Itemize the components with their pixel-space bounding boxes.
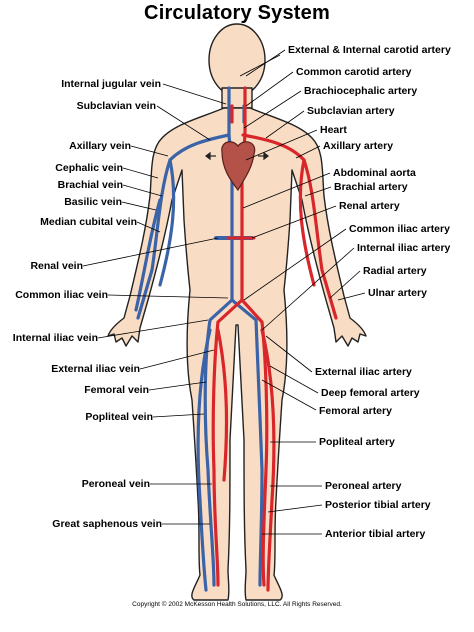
label-external-iliac-artery: External iliac artery (315, 366, 412, 378)
label-brachial-vein: Brachial vein (57, 179, 123, 191)
label-common-carotid-artery: Common carotid artery (296, 66, 412, 78)
label-femoral-artery: Femoral artery (319, 405, 392, 417)
label-median-cubital-vein: Median cubital vein (40, 216, 137, 228)
label-posterior-tibial-artery: Posterior tibial artery (325, 499, 431, 511)
label-great-saphenous-vein: Great saphenous vein (52, 518, 162, 530)
label-peroneal-vein: Peroneal vein (81, 478, 150, 490)
leader-lines-left (82, 83, 229, 525)
label-internal-jugular-vein: Internal jugular vein (61, 78, 161, 90)
label-basilic-vein: Basilic vein (64, 196, 122, 208)
label-brachial-artery: Brachial artery (334, 181, 408, 193)
label-cephalic-vein: Cephalic vein (55, 162, 123, 174)
heart-arrows (205, 151, 269, 161)
copyright-notice: Copyright © 2002 McKesson Health Solutio… (132, 601, 342, 608)
label-heart: Heart (320, 124, 347, 136)
label-common-iliac-vein: Common iliac vein (15, 289, 108, 301)
heart-icon (221, 141, 256, 192)
label-abdominal-aorta: Abdominal aorta (333, 167, 416, 179)
label-popliteal-artery: Popliteal artery (319, 436, 395, 448)
label-femoral-vein: Femoral vein (84, 384, 149, 396)
label-internal-iliac-artery: Internal iliac artery (357, 242, 451, 254)
label-radial-artery: Radial artery (363, 265, 427, 277)
label-common-iliac-artery: Common iliac artery (349, 223, 450, 235)
label-peroneal-artery: Peroneal artery (325, 480, 402, 492)
label-renal-vein: Renal vein (30, 260, 83, 272)
label-deep-femoral-artery: Deep femoral artery (321, 387, 420, 399)
diagram-title: Circulatory System (144, 2, 330, 24)
label-external-iliac-vein: External iliac vein (51, 363, 140, 375)
veins (134, 86, 264, 592)
label-anterior-tibial-artery: Anterior tibial artery (325, 528, 426, 540)
label-ulnar-artery: Ulnar artery (368, 287, 427, 299)
label-internal-iliac-vein: Internal iliac vein (12, 332, 98, 344)
label-axillary-artery: Axillary artery (323, 140, 394, 152)
label-axillary-vein: Axillary vein (69, 140, 131, 152)
label-renal-artery: Renal artery (339, 200, 400, 212)
label-subclavian-vein: Subclavian vein (76, 100, 156, 112)
label-popliteal-vein: Popliteal vein (85, 411, 153, 423)
label-external-internal-carotid-artery: External & Internal carotid artery (288, 44, 451, 56)
leader-lines-right (239, 49, 366, 535)
label-subclavian-artery: Subclavian artery (307, 105, 395, 117)
label-brachiocephalic-artery: Brachiocephalic artery (304, 85, 418, 97)
